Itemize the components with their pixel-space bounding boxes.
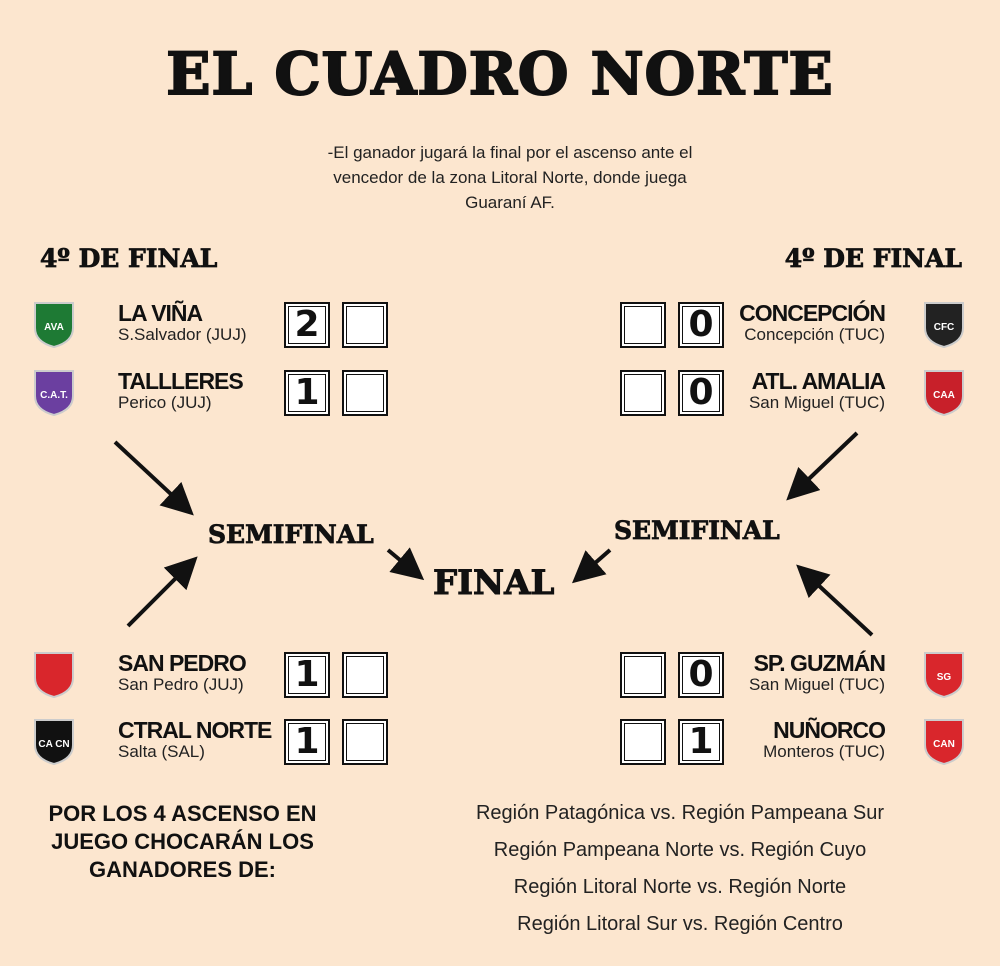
- team-name: CONCEPCIÓN: [739, 300, 886, 326]
- ascent-note: POR LOS 4 ASCENSO EN JUEGO CHOCARÁN LOS …: [30, 800, 335, 884]
- matchup: Región Litoral Norte vs. Región Norte: [513, 876, 847, 898]
- score-box: [342, 370, 388, 416]
- team-crest-icon: CA CN: [34, 719, 74, 765]
- svg-text:CA CN: CA CN: [38, 739, 69, 750]
- score-box: 1: [284, 652, 330, 698]
- team-name: SAN PEDRO: [118, 650, 247, 676]
- team-crest-icon: CAA: [924, 370, 964, 416]
- team-crest-icon: C.A.T.: [34, 370, 74, 416]
- team-name: NUÑORCO: [773, 717, 886, 743]
- team-city: San Miguel (TUC): [748, 393, 885, 412]
- team-city: Monteros (TUC): [763, 742, 885, 761]
- team-name: SP. GUZMÁN: [753, 650, 886, 676]
- team-name: TALLLERES: [118, 368, 244, 394]
- svg-text:CAN: CAN: [933, 739, 955, 750]
- score-box: 1: [284, 370, 330, 416]
- semifinal-left: SEMIFINAL: [208, 520, 375, 550]
- score-box: [620, 719, 666, 765]
- subtitle: -El ganador jugará la final por el ascen…: [270, 140, 750, 215]
- right-round-label: 4º DE FINAL: [784, 244, 962, 274]
- svg-text:CFC: CFC: [934, 322, 955, 333]
- score-box: 0: [678, 370, 724, 416]
- arrow: [113, 440, 194, 516]
- svg-text:CAA: CAA: [933, 390, 955, 401]
- svg-text:C.A.T.: C.A.T.: [40, 390, 68, 401]
- score-box: [342, 719, 388, 765]
- left-round-label: 4º DE FINAL: [40, 244, 218, 274]
- team-crest-icon: CFC: [924, 302, 964, 348]
- team-crest-icon: AVA: [34, 302, 74, 348]
- note-line: POR LOS 4 ASCENSO EN: [48, 801, 317, 826]
- note-line: GANADORES DE:: [88, 857, 276, 882]
- svg-text:AVA: AVA: [44, 322, 64, 333]
- matchup: Región Litoral Sur vs. Región Centro: [517, 913, 843, 935]
- team-city: Perico (JUJ): [118, 393, 212, 412]
- score-box: 1: [284, 719, 330, 765]
- team-city: San Miguel (TUC): [748, 675, 885, 694]
- matchup: Región Patagónica vs. Región Pampeana Su…: [475, 802, 885, 824]
- team-city: San Pedro (JUJ): [118, 675, 244, 694]
- team-name: CTRAL NORTE: [118, 717, 272, 743]
- team-name: ATL. AMALIA: [751, 368, 886, 394]
- svg-text:SG: SG: [937, 672, 952, 683]
- team-crest-icon: CAN: [924, 719, 964, 765]
- arrow: [386, 547, 425, 581]
- note-line: JUEGO CHOCARÁN LOS: [51, 829, 314, 854]
- subtitle-line: vencedor de la zona Litoral Norte, donde…: [333, 168, 687, 187]
- team-name: LA VIÑA: [118, 300, 203, 326]
- arrow: [126, 556, 198, 628]
- score-box: 2: [284, 302, 330, 348]
- score-box: [620, 652, 666, 698]
- score-box: [620, 370, 666, 416]
- team-crest-icon: SG: [924, 652, 964, 698]
- arrow: [796, 564, 874, 637]
- page-title: EL CUADRO NORTE: [165, 39, 834, 109]
- score-box: 0: [678, 302, 724, 348]
- arrow: [786, 431, 859, 501]
- matchups-list: Región Patagónica vs. Región Pampeana Su…: [400, 795, 960, 943]
- score-box: 0: [678, 652, 724, 698]
- score-box: [620, 302, 666, 348]
- team-crest-icon: [34, 652, 74, 698]
- team-city: Concepción (TUC): [744, 325, 885, 344]
- semifinal-right: SEMIFINAL: [614, 516, 781, 546]
- subtitle-line: -El ganador jugará la final por el ascen…: [327, 143, 693, 162]
- subtitle-line: Guaraní AF.: [465, 193, 555, 212]
- score-box: 1: [678, 719, 724, 765]
- score-box: [342, 302, 388, 348]
- team-city: Salta (SAL): [118, 742, 205, 761]
- matchup: Región Pampeana Norte vs. Región Cuyo: [493, 839, 867, 861]
- score-box: [342, 652, 388, 698]
- arrow: [571, 548, 612, 584]
- final-label: FINAL: [432, 563, 555, 604]
- team-city: S.Salvador (JUJ): [118, 325, 247, 344]
